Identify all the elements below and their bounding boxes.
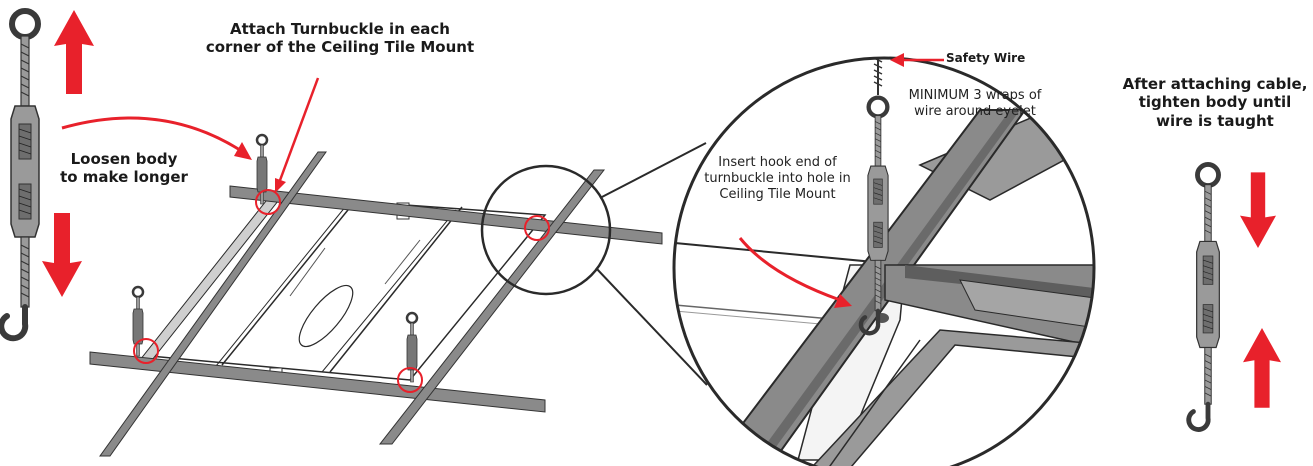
highlight-circle-icon [133, 189, 550, 393]
insert-hook-label: Insert hook end of turnbuckle into hole … [704, 155, 851, 202]
loosen-body-label: Loosen body to make longer [60, 150, 188, 187]
arrow-up-icon [1243, 328, 1281, 408]
zoom-detail [674, 58, 1094, 466]
turnbuckle-icon [1189, 164, 1220, 429]
magnifier-circle-icon [480, 164, 612, 296]
turnbuckle-icon [1, 11, 39, 338]
pointer-arrow [61, 116, 241, 152]
minimum-wraps-label: MINIMUM 3 wraps of wire around eyelet [908, 88, 1042, 119]
after-attaching-label: After attaching cable, tighten body unti… [1122, 75, 1308, 130]
attach-turnbuckle-label: Attach Turnbuckle in each corner of the … [205, 20, 475, 57]
arrow-down-icon [1240, 172, 1276, 248]
safety-wire-label: Safety Wire [946, 51, 1026, 65]
arrow-up-icon [54, 10, 94, 94]
arrow-down-icon [42, 213, 82, 297]
ceiling-grid [89, 151, 663, 457]
